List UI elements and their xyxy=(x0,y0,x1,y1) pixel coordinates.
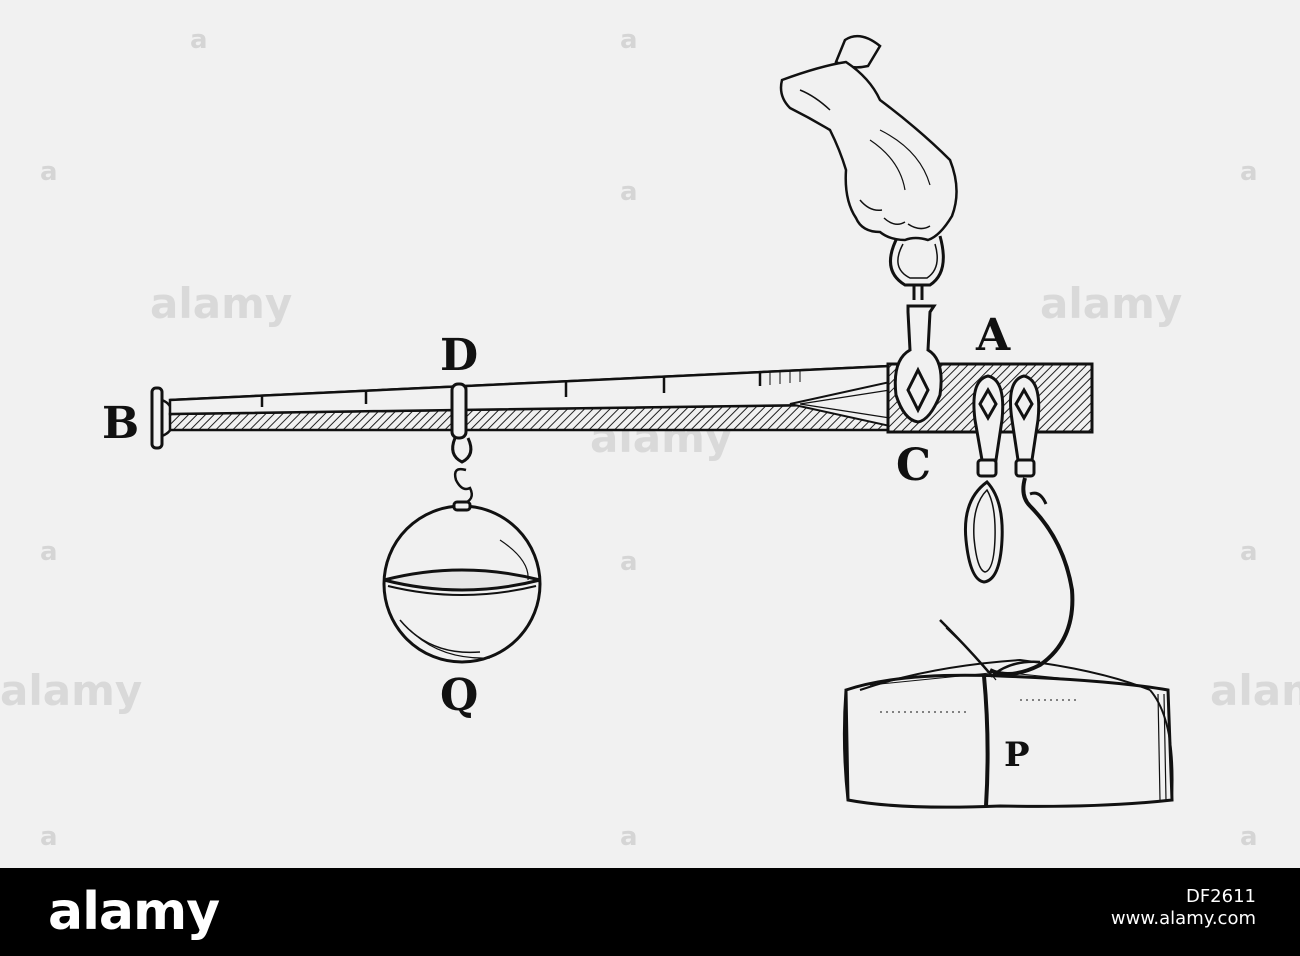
watermark-text: alamy xyxy=(1210,666,1300,715)
watermark-text: alamy xyxy=(1040,279,1182,328)
watermark-mark: a xyxy=(190,25,208,55)
parcel-load xyxy=(842,619,1174,809)
load-hooks xyxy=(963,374,1075,676)
footer-image-info: DF2611 www.alamy.com xyxy=(1111,886,1256,930)
hand-illustration xyxy=(779,34,958,242)
diagram-labels: B D A C Q P xyxy=(102,310,1030,775)
watermark-mark: a xyxy=(620,177,638,207)
label-p: P xyxy=(1004,735,1030,775)
image-id: DF2611 xyxy=(1185,886,1256,907)
watermark-mark: a xyxy=(40,822,58,852)
watermark-text: alamy xyxy=(0,666,142,715)
watermark-mark: a xyxy=(1240,157,1258,187)
label-a: A xyxy=(975,310,1011,361)
label-b: B xyxy=(102,398,139,449)
steelyard-illustration: alamy alamy alamy alamy alamy a a a a a … xyxy=(0,25,1300,852)
watermark-layer: alamy alamy alamy alamy alamy a a a a a … xyxy=(0,25,1300,852)
counterweight-hanger xyxy=(450,382,473,506)
watermark-mark: a xyxy=(1240,537,1258,567)
watermark-mark: a xyxy=(620,822,638,852)
label-q: Q xyxy=(440,670,478,721)
watermark-mark: a xyxy=(1240,822,1258,852)
stock-footer-bar: alamy DF2611 www.alamy.com xyxy=(0,868,1300,956)
watermark-mark: a xyxy=(40,537,58,567)
steelyard-beam xyxy=(150,362,1094,450)
site-url: www.alamy.com xyxy=(1110,908,1256,929)
watermark-mark: a xyxy=(40,157,58,187)
hand-hanger xyxy=(889,235,945,424)
watermark-mark: a xyxy=(620,25,638,55)
watermark-text: alamy xyxy=(150,279,292,328)
footer-logo: alamy xyxy=(48,882,220,942)
label-d: D xyxy=(440,330,478,381)
label-c: C xyxy=(896,440,931,491)
counterweight-ball xyxy=(382,500,542,664)
watermark-mark: a xyxy=(620,547,638,577)
